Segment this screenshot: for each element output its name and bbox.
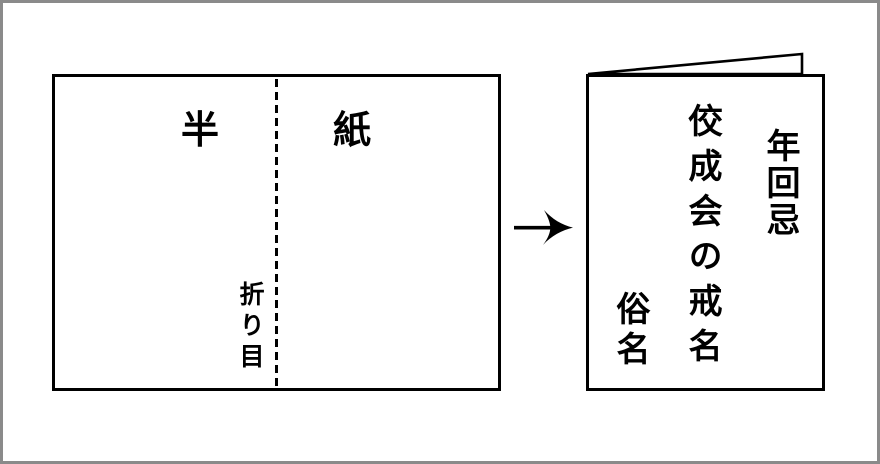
memorial-year-column: 年回忌 [760, 128, 800, 239]
right-arrow-icon [514, 210, 573, 245]
paper-label: 紙 [333, 108, 372, 152]
fold-dashed-line [275, 79, 278, 386]
fold-line-label: 折り目 [236, 281, 265, 374]
unfolded-paper: 半 紙 折り目 [52, 74, 501, 391]
folded-paper: 年回忌 佼成会の戒名 俗名 [586, 74, 825, 391]
kaimyo-column: 佼成会の戒名 [682, 103, 722, 373]
secular-name-column: 俗名 [610, 291, 650, 371]
half-label: 半 [181, 108, 220, 152]
